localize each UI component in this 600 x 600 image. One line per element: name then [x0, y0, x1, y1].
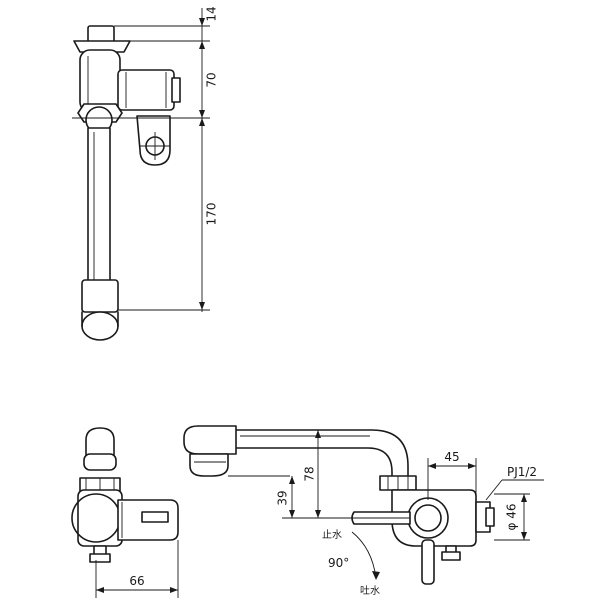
main-body — [79, 49, 121, 113]
thread-label: PJ1/2 — [507, 465, 537, 479]
side-view: 78 39 45 PJ1/2 φ 46 止水 90° 吐水 — [183, 425, 544, 597]
front-arrow-right — [170, 587, 178, 593]
arrow-39-top — [289, 476, 295, 484]
side-lever-down — [421, 539, 435, 585]
side-stem-nut — [441, 551, 461, 561]
discharge-label: 吐水 — [360, 585, 380, 597]
arrow-45-left — [428, 463, 436, 469]
stop-label: 止水 — [322, 529, 342, 541]
arrow-14-top — [199, 18, 205, 26]
lever-tab — [136, 115, 171, 166]
dim-label-78: 78 — [303, 466, 317, 481]
side-spout-outer — [235, 429, 409, 479]
front-spout-head — [85, 427, 115, 457]
dim-label-45: 45 — [444, 450, 459, 464]
arrow-70-bottom — [199, 110, 205, 118]
dim-label-66: 66 — [129, 574, 144, 588]
front-handle — [117, 499, 179, 541]
arrow-14-bottom — [199, 41, 205, 49]
side-spout-head — [183, 425, 237, 455]
arrow-78-bottom — [315, 510, 321, 518]
arrow-dia-top — [521, 494, 527, 502]
arrow-39-bottom — [289, 510, 295, 518]
mount-bracket — [73, 40, 131, 53]
front-spout-collar — [83, 453, 117, 471]
thread-leader — [485, 479, 503, 501]
side-inlet-tip — [485, 507, 495, 527]
angle-label: 90° — [328, 556, 349, 570]
front-handle-slot — [141, 511, 169, 523]
dim-label-dia-46: φ 46 — [505, 504, 519, 531]
arrow-170-bottom — [199, 302, 205, 310]
front-body — [77, 489, 123, 547]
side-spout-nozzle — [189, 453, 229, 477]
front-stem-nut — [89, 553, 111, 563]
dim-label-14: 14 — [205, 6, 219, 21]
arrow-45-right — [468, 463, 476, 469]
top-view: 14 70 170 — [72, 6, 219, 341]
spout-pipe — [87, 127, 111, 283]
front-view: 66 — [71, 427, 179, 598]
dim-label-39: 39 — [276, 490, 290, 505]
dim-label-170: 170 — [205, 203, 219, 226]
arrow-78-top — [315, 430, 321, 438]
rotation-arrow — [372, 571, 380, 580]
arrow-dia-bottom — [521, 532, 527, 540]
side-spout-inner — [235, 447, 393, 479]
spout-nozzle — [81, 279, 119, 313]
top-cap — [87, 25, 115, 43]
nozzle-sides — [81, 311, 119, 327]
dim-label-70: 70 — [205, 72, 219, 87]
handle-end — [171, 77, 181, 103]
arrow-170-top — [199, 118, 205, 126]
side-valve-circle-inner — [414, 504, 442, 532]
nozzle-tip — [81, 311, 119, 341]
front-arrow-left — [96, 587, 104, 593]
